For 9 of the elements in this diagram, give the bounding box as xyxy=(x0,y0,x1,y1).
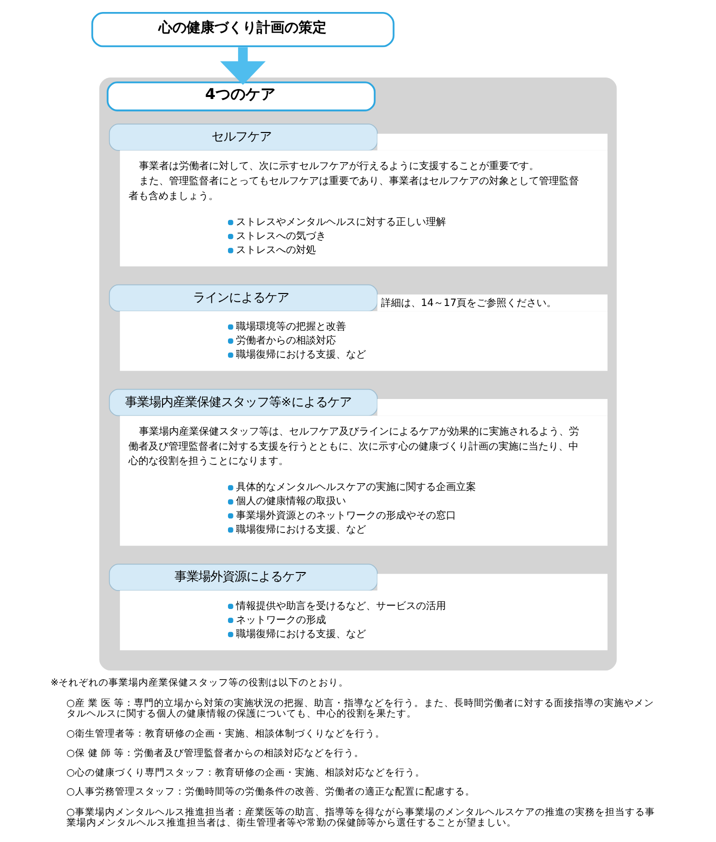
label: ○衛生管理者等：教育研修の企画・実施、相談体制づくりなどを行う。 xyxy=(66,728,385,740)
label: ※それぞれの事業場内産業保健スタッフ等の役割は以下のとおり。 xyxy=(50,678,349,689)
label: ○人事労務管理スタッフ：労働時間等の労働条件の改善、労働者の適正な配置に配慮する。 xyxy=(66,786,475,798)
label: ○産 業 医 等：専門的立場から対策の実施状況の把握、助言・指導などを行う。また、長時間労働者に対する面接指導の実施やメンタルヘルスに関する個人の健康情報の保護についても、中心的役割を果たす。 xyxy=(66,698,654,720)
arrow xyxy=(220,47,266,85)
label: ○事業場内メンタルヘルス推進担当者：産業医等の助言、指導等を得ながら事業場のメンタルヘルスケアの推進の実務を担当する事業場内メンタルヘルス推進担当者は、衛生管理者等や常勤の保健師等から選任することが望ましい。 xyxy=(66,806,655,828)
label: ○保 健 師 等：労働者及び管理監督者からの相談対応などを行う。 xyxy=(66,748,364,759)
node-label: 詳細は、14～17頁をご参照ください。 xyxy=(380,298,557,310)
label: ○心の健康づくり専門スタッフ：教育研修の企画・実施、相談対応などを行う。 xyxy=(66,767,425,778)
